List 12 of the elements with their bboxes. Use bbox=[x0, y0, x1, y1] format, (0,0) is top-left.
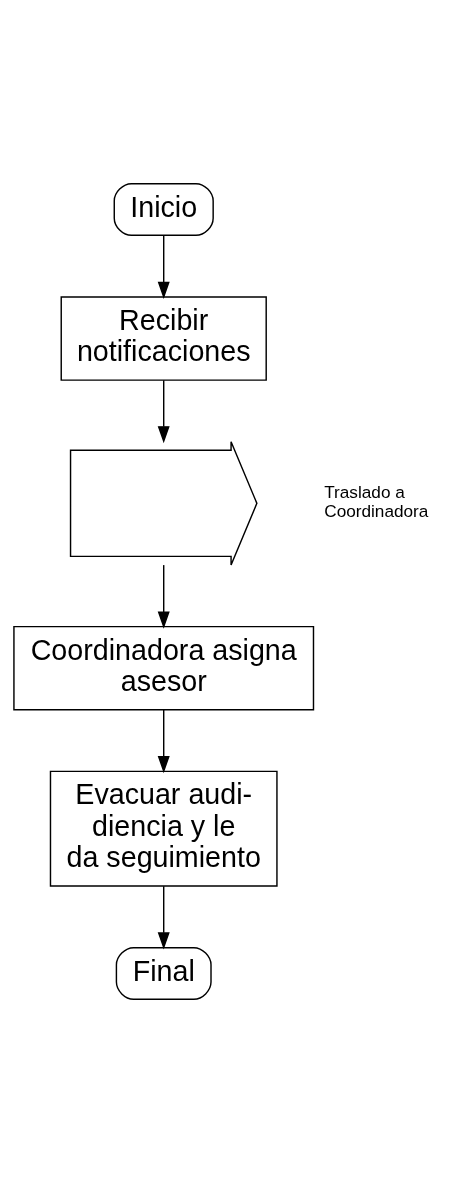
node-box: Coordinadora asigna asesor bbox=[13, 625, 315, 710]
node-box: Evacuar audi- diencia y le da seguimiento bbox=[49, 770, 278, 887]
arrow bbox=[157, 563, 170, 629]
arrow bbox=[157, 708, 170, 773]
arrow bbox=[157, 234, 170, 299]
node-box: Final bbox=[115, 946, 212, 1000]
node-box: Recibir notificaciones bbox=[60, 295, 267, 381]
node-box: Inicio bbox=[113, 182, 214, 236]
arrow bbox=[157, 379, 170, 443]
node-arrow bbox=[69, 440, 258, 566]
node-label: Traslado a Coordinadora bbox=[324, 481, 429, 521]
arrow bbox=[157, 885, 170, 950]
